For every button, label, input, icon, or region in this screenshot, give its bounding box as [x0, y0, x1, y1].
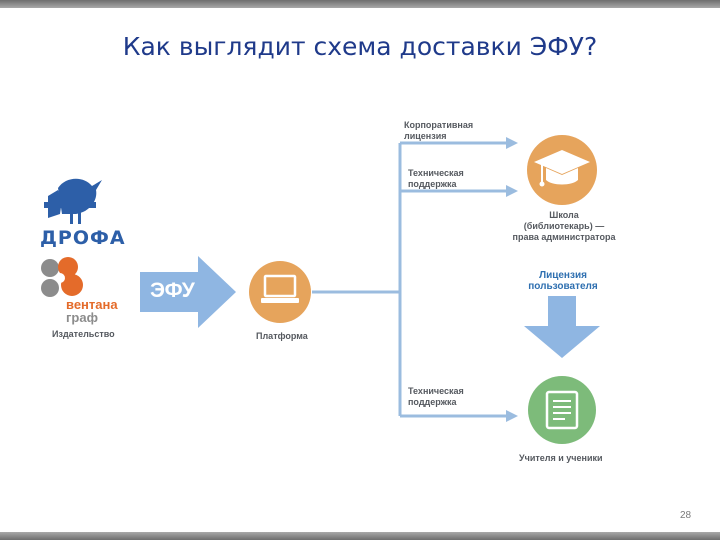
- drofa-wordmark: ДРОФА: [40, 227, 126, 249]
- publisher-label: Издательство: [52, 329, 115, 339]
- ventana-graf-logo: [41, 257, 83, 297]
- school-label: Школа (библиотекарь) — права администрат…: [512, 210, 616, 242]
- connector-arrowheads: [506, 137, 518, 422]
- user-license-label: Лицензия пользователя: [528, 270, 598, 292]
- ventana-wordmark: вентана: [66, 297, 118, 312]
- drofa-logo: [44, 178, 102, 224]
- document-icon: [528, 376, 596, 444]
- graduation-cap-icon: [527, 135, 597, 205]
- page-number: 28: [680, 510, 692, 521]
- top-border: [0, 0, 720, 8]
- graf-wordmark: граф: [66, 310, 98, 325]
- efu-label: ЭФУ: [150, 279, 195, 302]
- corporate-license-label: Корпоративная лицензия: [404, 120, 474, 141]
- tech-support-top-label: Техническая поддержка: [408, 168, 464, 189]
- down-arrow: [524, 296, 600, 358]
- bottom-border: [0, 532, 720, 540]
- connector-lines: [312, 141, 506, 418]
- platform-laptop-icon: [249, 261, 311, 323]
- platform-label: Платформа: [256, 331, 308, 341]
- page-title: Как выглядит схема доставки ЭФУ?: [122, 32, 598, 61]
- teachers-label: Учителя и ученики: [519, 453, 603, 463]
- tech-support-bottom-label: Техническая поддержка: [408, 386, 464, 407]
- efu-arrow: [140, 256, 236, 328]
